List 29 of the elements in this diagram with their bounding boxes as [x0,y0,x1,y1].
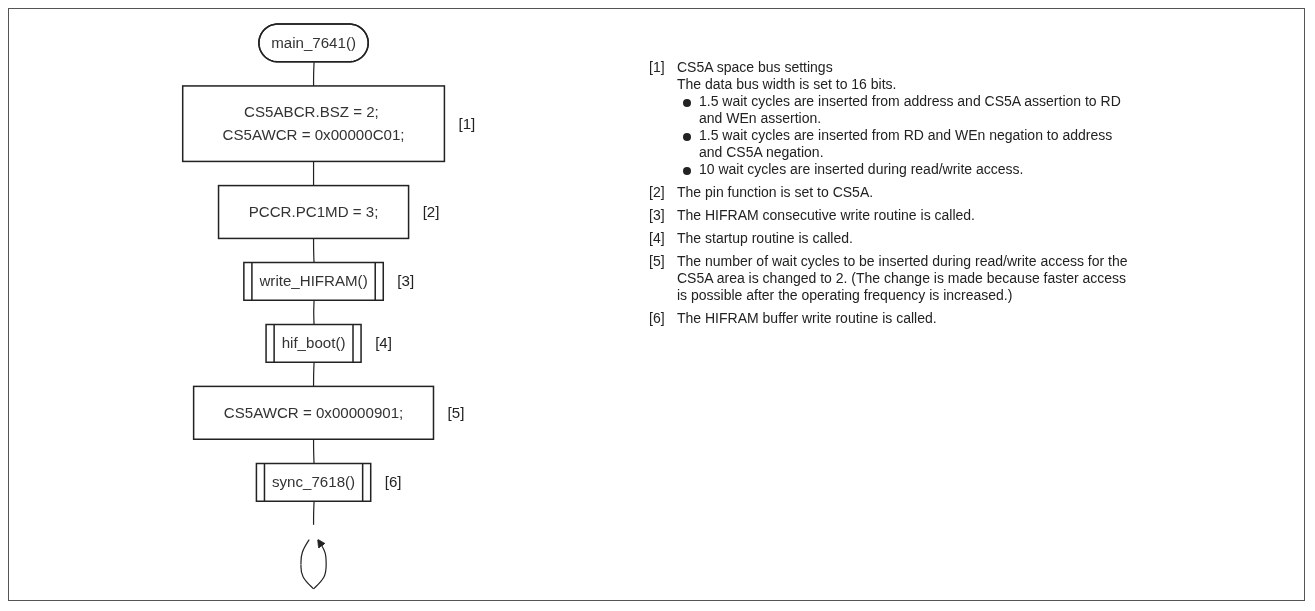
step-number: [2] [422,203,440,221]
step-number: [5] [447,403,465,421]
step-number: [1] [458,114,476,132]
step-number: [6] [384,473,402,491]
note-text: 1.5 wait cycles are inserted from address and CS5A assertion to RD and WEn assertion. [699,93,1122,127]
note-text: The pin function is set to CS5A. [677,184,875,201]
node-box: CS5ABCR.BSZ = 2; CS5AWCR = 0x00000C01; [181,85,446,163]
note-text: The number of wait cycles to be inserted during read/write access for the CS5A area is changed to 2. (The change is made because faster access is possible after the operating frequency is increased.) [677,253,1129,304]
note-text: CS5A space bus settings [677,59,834,76]
note-text: 10 wait cycles are inserted during read/write access. [699,161,1024,178]
note-text: 1.5 wait cycles are inserted from RD and WEn negation to address and CS5A negation. [699,127,1114,161]
note-number: [6] [649,310,666,327]
node-box: CS5AWCR = 0x00000901; [192,385,435,440]
note-number: [4] [649,230,666,247]
step-number: [4] [375,334,392,352]
connector [312,501,315,526]
connector [312,362,315,387]
note-text: The data bus width is set to 16 bits. [677,76,898,93]
note-text: The startup routine is called. [677,230,854,247]
connector [312,160,315,187]
note-number: [1] [649,59,666,77]
note-number: [2] [649,184,666,201]
node-box: PCCR.PC1MD = 3; [217,184,410,240]
connector [312,61,315,87]
note-number: [3] [649,207,666,224]
note-text: The HIFRAM buffer write routine is called. [677,310,938,327]
note-number: [5] [649,253,666,271]
note-text: The HIFRAM consecutive write routine is called. [677,207,976,224]
step-number: [3] [397,272,415,290]
